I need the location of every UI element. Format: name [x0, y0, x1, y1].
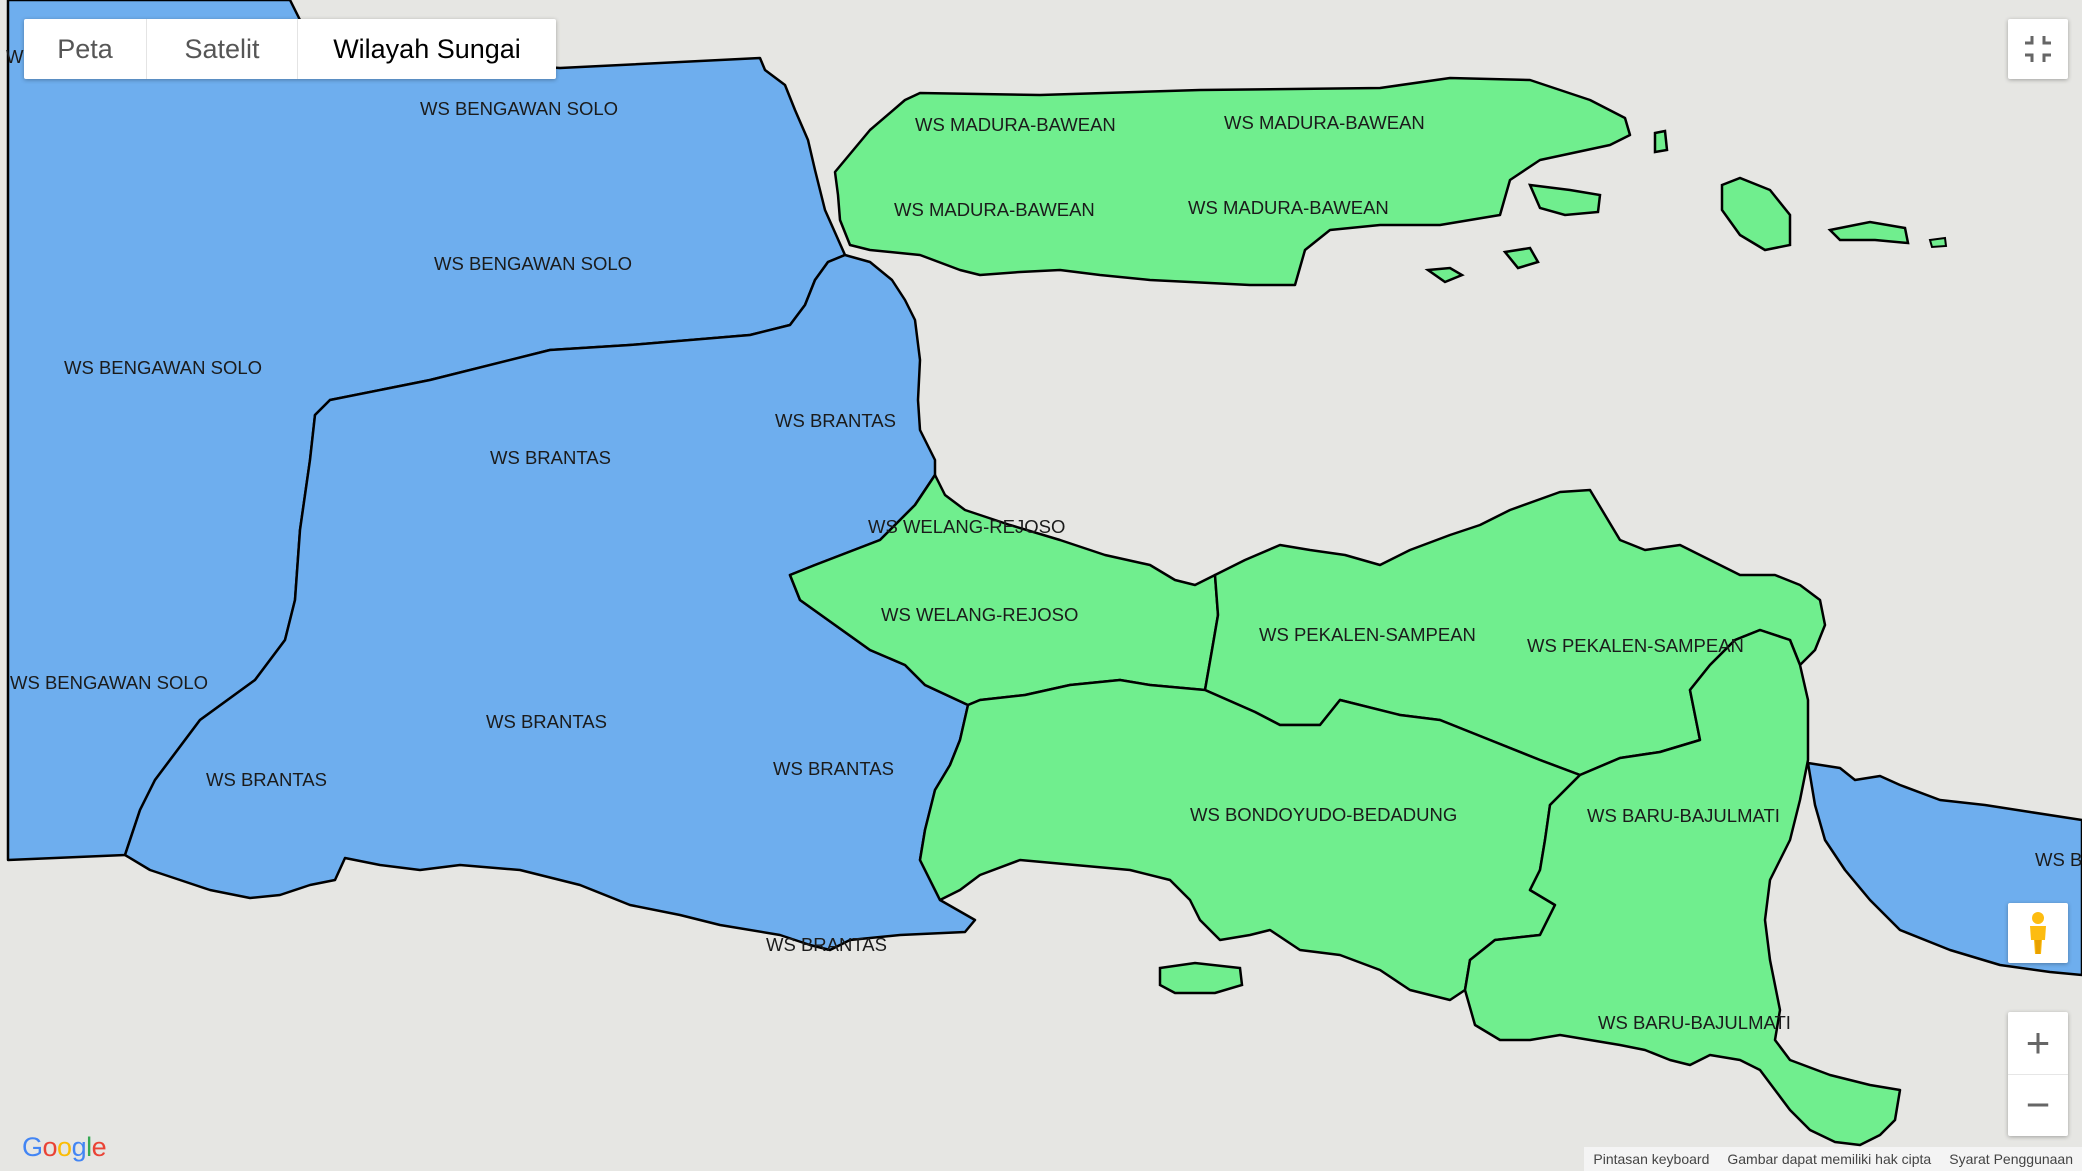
island-gili — [1502, 246, 1540, 270]
region-madura-bawean[interactable] — [833, 76, 1632, 287]
region-baru-bajulmati[interactable] — [1463, 628, 1902, 1147]
island-sapudi — [1527, 183, 1602, 217]
label-brantas: WS BRANTAS — [206, 769, 327, 790]
attribution-bar: Pintasan keyboard Gambar dapat memiliki … — [1584, 1147, 2082, 1171]
label-baru-bajulmati: WS BARU-BAJULMATI — [1587, 805, 1780, 826]
island-small-2 — [1928, 236, 1948, 249]
label-baru-bajulmati: WS BARU-BAJULMATI — [1598, 1012, 1791, 1033]
google-logo-letter: g — [71, 1132, 87, 1162]
street-view-button[interactable] — [2008, 903, 2068, 963]
label-brantas: WS BRANTAS — [490, 447, 611, 468]
label-pekalen-sampean: WS PEKALEN-SAMPEAN — [1259, 624, 1476, 645]
label-bengawan-solo: WS BENGAWAN SOLO — [10, 672, 208, 693]
google-logo-letter: e — [91, 1132, 107, 1162]
google-logo-letter: o — [42, 1132, 58, 1162]
label-brantas: WS BRANTAS — [775, 410, 896, 431]
zoom-in-button[interactable]: + — [2008, 1013, 2068, 1075]
island-east-group — [1827, 220, 1910, 245]
label-madura-bawean: WS MADURA-BAWEAN — [894, 199, 1095, 220]
label-brantas: WS BRANTAS — [773, 758, 894, 779]
island-small-1 — [1424, 266, 1465, 284]
label-welang-rejoso: WS WELANG-REJOSO — [881, 604, 1078, 625]
google-logo-letter: l — [86, 1132, 92, 1162]
google-logo-letter: G — [22, 1132, 43, 1162]
tab-wilayah-sungai[interactable]: Wilayah Sungai — [333, 33, 521, 64]
label-madura-bawean: WS MADURA-BAWEAN — [1188, 197, 1389, 218]
google-logo: Google — [22, 1132, 107, 1163]
label-madura-bawean: WS MADURA-BAWEAN — [1224, 112, 1425, 133]
google-logo-letter: o — [57, 1132, 72, 1162]
label-bali-partial: WS B — [2035, 849, 2082, 870]
island-kangean — [1720, 176, 1792, 252]
tab-peta[interactable]: Peta — [24, 19, 147, 79]
label-welang-rejoso: WS WELANG-REJOSO — [868, 516, 1065, 537]
zoom-out-button[interactable]: − — [2025, 1081, 2051, 1128]
tab-satelit[interactable]: Satelit — [147, 19, 298, 79]
label-bengawan-solo: WS BENGAWAN SOLO — [420, 98, 618, 119]
label-bondoyudo-bedadung: WS BONDOYUDO-BEDADUNG — [1190, 804, 1457, 825]
label-brantas: WS BRANTAS — [486, 711, 607, 732]
label-bengawan-solo: WS BENGAWAN SOLO — [64, 357, 262, 378]
label-madura-bawean: WS MADURA-BAWEAN — [915, 114, 1116, 135]
island-raas — [1653, 129, 1669, 154]
copyright-text: Gambar dapat memiliki hak cipta — [1727, 1151, 1932, 1167]
map-type-control: Peta Satelit Wilayah Sungai — [24, 19, 556, 79]
island-nusa-barung — [1158, 961, 1244, 995]
pegman-icon — [2030, 912, 2046, 954]
label-brantas: WS BRANTAS — [766, 934, 887, 955]
keyboard-shortcuts-link[interactable]: Pintasan keyboard — [1593, 1151, 1710, 1167]
terms-link[interactable]: Syarat Penggunaan — [1949, 1151, 2073, 1167]
zoom-control: + − — [2008, 1012, 2068, 1136]
label-pekalen-sampean: WS PEKALEN-SAMPEAN — [1527, 635, 1744, 656]
fullscreen-button[interactable] — [2008, 19, 2068, 79]
exit-fullscreen-icon — [2025, 36, 2051, 62]
label-bengawan-solo: WS BENGAWAN SOLO — [434, 253, 632, 274]
